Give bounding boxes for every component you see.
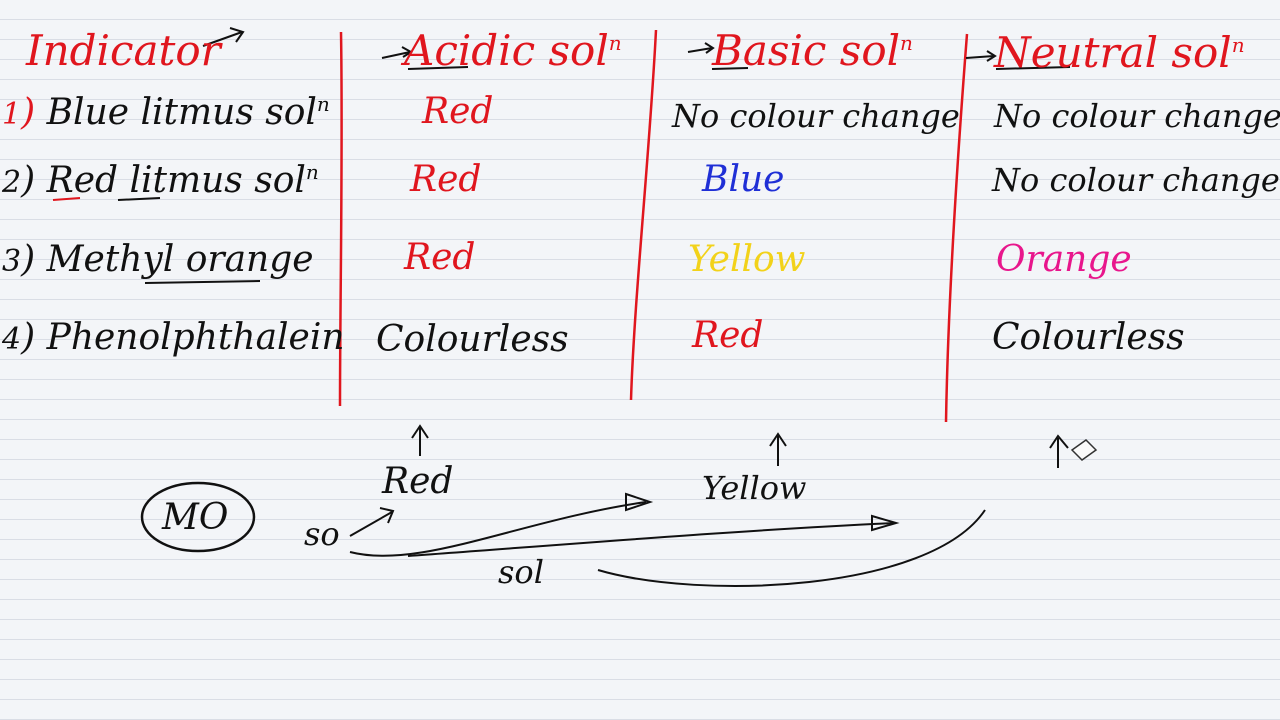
indicator-name: Blue litmus sol [46, 92, 317, 133]
header-acidic: Acidic soln [404, 30, 622, 72]
arrow-head [871, 514, 900, 532]
up-arrow-icon [769, 432, 787, 466]
underline [144, 280, 261, 284]
indicator-name: Methyl orange [46, 239, 314, 280]
arrow-icon [381, 46, 413, 59]
row-number: 3 [2, 244, 22, 279]
column-divider-1 [338, 31, 343, 407]
curve-arrow [349, 501, 647, 557]
row-number: 4 [2, 322, 22, 357]
row-3-acidic: Red [404, 237, 476, 278]
row-number: 1 [2, 97, 22, 132]
header-acidic-sup: n [608, 31, 622, 55]
note-yellow: Yellow [702, 469, 807, 507]
arrow-icon [687, 42, 715, 54]
row-2-acidic: Red [410, 159, 482, 200]
row-3-neutral: Orange [996, 239, 1132, 280]
row-1-indicator: 1) Blue litmus soln [2, 92, 330, 133]
row-4-acidic: Colourless [376, 319, 569, 360]
indicator-name: Phenolphthalein [46, 317, 345, 358]
column-divider-3 [944, 33, 969, 423]
up-arrow-icon [411, 424, 429, 456]
row-4-indicator: 4) Phenolphthalein [2, 317, 345, 358]
note-mo: MO [162, 497, 229, 538]
row-1-basic: No colour change [672, 97, 960, 135]
arrow-icon [202, 27, 245, 47]
row-4-neutral: Colourless [992, 317, 1185, 358]
indicator-sup: n [316, 92, 330, 116]
indicator-sup: n [305, 160, 319, 184]
column-divider-2 [629, 29, 658, 401]
row-number: 2 [2, 165, 22, 200]
underline [995, 66, 1071, 70]
row-2-neutral: No colour change [992, 161, 1280, 199]
eraser-cursor-icon [1070, 439, 1098, 461]
header-neutral: Neutral soln [994, 32, 1245, 74]
arrow-head [625, 492, 654, 512]
header-basic: Basic soln [712, 30, 913, 72]
curve-line [597, 509, 986, 587]
header-neutral-text: Neutral sol [994, 28, 1232, 77]
row-1-neutral: No colour change [994, 97, 1280, 135]
header-basic-text: Basic sol [712, 26, 901, 75]
row-3-indicator: 3) Methyl orange [2, 239, 314, 280]
header-acidic-text: Acidic sol [404, 26, 609, 75]
circle-mark [140, 481, 256, 553]
note-red: Red [382, 461, 454, 502]
underline [711, 67, 749, 70]
underline [117, 197, 161, 201]
arrow-icon [965, 50, 997, 62]
row-2-indicator: 2) Red litmus soln [2, 160, 319, 201]
curve-arrow [407, 522, 897, 557]
row-1-acidic: Red [422, 91, 494, 132]
note-so: so [304, 515, 340, 553]
indicator-name: Red litmus sol [46, 160, 306, 201]
row-2-basic: Blue [702, 159, 785, 200]
underline [52, 197, 81, 201]
header-basic-sup: n [900, 31, 913, 55]
underline [407, 66, 469, 70]
note-sol: sol [498, 553, 544, 591]
row-3-basic: Yellow [688, 239, 806, 280]
up-arrow-icon [1049, 434, 1069, 468]
header-neutral-sup: n [1231, 33, 1245, 57]
header-indicator: Indicator [26, 26, 221, 75]
row-4-basic: Red [692, 315, 764, 356]
arrow-icon [349, 507, 395, 537]
